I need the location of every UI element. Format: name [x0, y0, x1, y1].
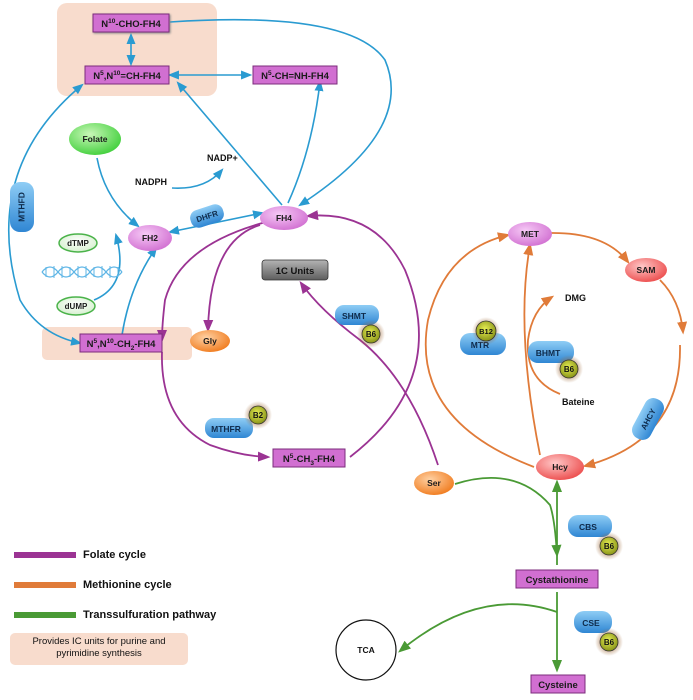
svg-text:dTMP: dTMP [67, 239, 89, 248]
svg-text:Cystathionine: Cystathionine [526, 575, 589, 586]
enzyme-cbs: CBS [568, 515, 612, 537]
svg-text:MTR: MTR [471, 340, 489, 350]
legend-swatch-transsulfuration [14, 612, 76, 618]
svg-text:N5-CH3-FH4: N5-CH3-FH4 [283, 453, 336, 467]
arrow-ch2-fh2 [121, 246, 158, 336]
arrow-fh4-chnh [287, 79, 324, 204]
arrow-ch3-fh4 [305, 210, 420, 458]
arrow-fh4-gly [203, 224, 261, 333]
node-n5n10-ch2-fh4: N5,N10-CH2-FH4 [79, 333, 163, 353]
node-hcy: Hcy [536, 454, 584, 480]
node-cysteine: Cysteine [530, 674, 586, 694]
node-tca: TCA [335, 619, 397, 681]
node-fh4: FH4 [260, 206, 308, 230]
svg-text:B6: B6 [604, 542, 615, 551]
node-sam: SAM [625, 258, 667, 282]
enzyme-shmt: SHMT [335, 305, 379, 325]
label-nadp: NADP+ [207, 153, 238, 163]
svg-text:SHMT: SHMT [342, 311, 367, 321]
vitamin-b6-cse: B6 [595, 628, 623, 656]
arrow-folate-fh2 [96, 157, 140, 228]
label-dmg: DMG [565, 293, 586, 303]
svg-text:Gly: Gly [203, 336, 217, 346]
legend [10, 552, 188, 665]
arrow-nadph-nadp [171, 168, 224, 189]
legend-label-transsulfuration: Transsulfuration pathway [83, 609, 217, 621]
node-dump: dUMP [56, 296, 96, 316]
svg-text:MTHFR: MTHFR [211, 424, 241, 434]
legend-swatch-methionine [14, 582, 76, 588]
svg-text:SAM: SAM [637, 265, 656, 275]
svg-text:Ser: Ser [427, 478, 441, 488]
svg-text:Folate: Folate [82, 134, 107, 144]
arrow-fh4-ch2 [156, 221, 267, 343]
svg-text:B6: B6 [604, 638, 615, 647]
enzyme-mthfd: MTHFD [10, 182, 34, 232]
svg-text:1C Units: 1C Units [276, 266, 315, 277]
label-nadph: NADPH [135, 177, 167, 187]
vitamin-b6-shmt: B6 [357, 320, 385, 348]
enzyme-ahcy: AHCY [632, 398, 664, 440]
svg-text:dUMP: dUMP [65, 302, 88, 311]
arrow-bateine-dmg [526, 295, 561, 395]
legend-label-folate: Folate cycle [83, 549, 146, 561]
arrow-ahcy-hcy [582, 344, 681, 469]
svg-text:B6: B6 [564, 365, 575, 374]
node-1c-units: 1C Units [261, 259, 329, 281]
node-n5n10-ch-fh4: N5,N10=CH-FH4 [84, 65, 170, 85]
arrow-sam-ahcy [659, 279, 688, 335]
arrow-mthfd-loop [8, 83, 84, 346]
svg-text:B2: B2 [253, 411, 264, 420]
node-met: MET [508, 222, 552, 246]
transsulfuration-arrows [398, 477, 563, 673]
svg-text:Hcy: Hcy [552, 462, 568, 472]
dna-helix-icon [41, 266, 123, 278]
svg-text:N5,N10=CH-FH4: N5,N10=CH-FH4 [93, 70, 161, 82]
enzyme-dhfr: DHFR [190, 204, 224, 228]
vitamin-b12-mtr: B12 [472, 317, 500, 345]
svg-text:Cysteine: Cysteine [538, 680, 578, 691]
legend-swatch-folate [14, 552, 76, 558]
node-n5-ch-nh-fh4: N5-CH=NH-FH4 [252, 65, 338, 85]
label-bateine: Bateine [562, 397, 595, 407]
arrow-met-sam [549, 232, 630, 264]
node-fh2: FH2 [128, 225, 172, 251]
legend-label-provides: Provides IC units for purine and pyrimid… [32, 636, 166, 659]
legend-label-methionine: Methionine cycle [83, 579, 172, 591]
node-cystathionine: Cystathionine [515, 569, 599, 589]
legend-box-provides [10, 633, 188, 665]
vitamin-b6-cbs: B6 [595, 532, 623, 560]
enzyme-mthfr: MTHFR [205, 418, 253, 438]
arrow-hcy-met-inner [523, 242, 541, 456]
svg-text:N5,N10-CH2-FH4: N5,N10-CH2-FH4 [87, 338, 157, 352]
svg-text:B12: B12 [479, 327, 493, 336]
node-n10-cho-fh4: N10-CHO-FH4 [92, 13, 170, 33]
svg-text:CBS: CBS [579, 522, 597, 532]
arrow-fh4-ch [176, 81, 283, 206]
svg-text:MTHFD: MTHFD [16, 192, 26, 222]
vitamin-b2-mthfr: B2 [244, 401, 272, 429]
enzyme-cse: CSE [574, 611, 612, 633]
node-gly: Gly [190, 330, 230, 352]
arrow-hcy-met [424, 232, 535, 468]
arrow-cysteine-tca [398, 603, 558, 653]
svg-text:N5-CH=NH-FH4: N5-CH=NH-FH4 [261, 70, 329, 82]
node-dtmp: dTMP [58, 233, 98, 253]
svg-text:CSE: CSE [582, 618, 600, 628]
svg-text:BHMT: BHMT [536, 348, 561, 358]
svg-text:FH4: FH4 [276, 213, 292, 223]
arrow-ser-cyst [454, 477, 562, 558]
vitamin-b6-bhmt: B6 [555, 355, 583, 383]
node-n5-ch3-fh4: N5-CH3-FH4 [272, 448, 346, 468]
svg-text:B6: B6 [366, 330, 377, 339]
svg-text:TCA: TCA [357, 645, 374, 655]
svg-text:N10-CHO-FH4: N10-CHO-FH4 [101, 18, 161, 30]
svg-text:FH2: FH2 [142, 233, 158, 243]
node-ser: Ser [414, 471, 454, 495]
node-folate: Folate [69, 123, 121, 155]
svg-text:MET: MET [521, 229, 540, 239]
arrow-cho-fh4 [169, 18, 392, 207]
arrow-ch2-ch3 [161, 351, 271, 462]
